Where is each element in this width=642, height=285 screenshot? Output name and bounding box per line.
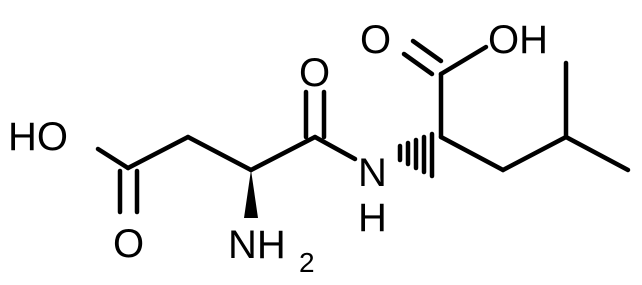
bond-leu-ch2-to-ch [500, 134, 569, 173]
bond-leu-carboxyl-double-a [401, 51, 435, 77]
bond-leu-carboxyl-to-oh [438, 44, 489, 77]
bond-alpha-to-amide-c [248, 134, 318, 173]
atom-label-n-amide: N [358, 151, 387, 195]
bond-ch2-to-alpha [185, 134, 254, 173]
bond-amide-c-to-n [312, 134, 358, 162]
wedge-bond-to-nh2 [244, 170, 258, 218]
atom-label-o-amide: O [299, 51, 330, 95]
bond-leu-carboxyl-double-b [410, 38, 444, 64]
bond-c1-to-ch2 [125, 134, 191, 171]
atom-label-o-left-carbonyl: O [113, 222, 144, 266]
atom-label-o-right-carboxyl: O [360, 18, 391, 62]
atom-label-h-amide: H [358, 196, 387, 240]
atom-label-oh-right-carboxyl: OH [488, 18, 548, 62]
bond-leu-alpha-to-ch2 [438, 134, 506, 173]
bond-leu-ch-to-methyl-right [563, 134, 631, 173]
bond-ho-to-c1 [95, 146, 131, 171]
atom-label-nh2-subscript: 2 [299, 247, 315, 278]
atom-label-nh2: NH [228, 223, 286, 267]
atom-label-ho-left: HO [8, 115, 68, 159]
